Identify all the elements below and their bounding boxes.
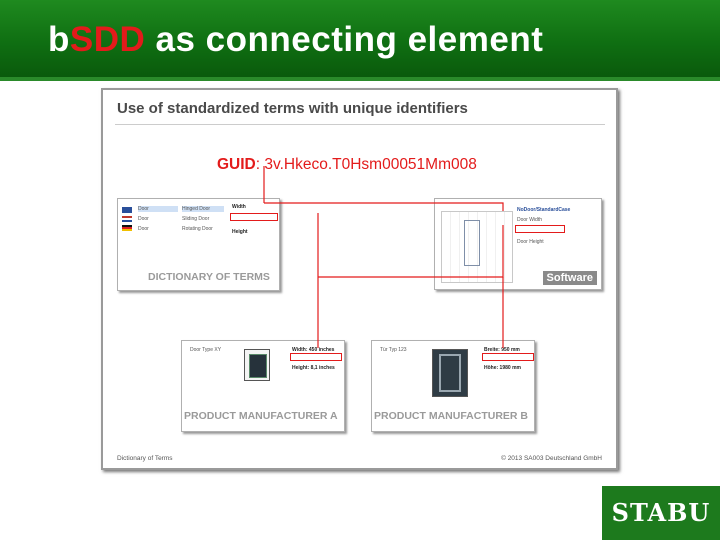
title-prefix: b (48, 20, 70, 59)
stabu-logo: STABU (602, 486, 720, 540)
product-image (244, 349, 270, 381)
type-row: Hinged Door (182, 206, 224, 212)
manufacturer-b-label: PRODUCT MANUFACTURER B (374, 410, 528, 422)
flag-de-icon (122, 225, 132, 231)
software-panel: NoDoor/StandardCase Door Width Door Heig… (434, 198, 602, 290)
software-label: Software (542, 271, 597, 285)
header-bar (0, 0, 720, 77)
product-image (432, 349, 468, 397)
dictionary-panel: Door Door Door Hinged Door Sliding Door … (117, 198, 280, 291)
term-row: Door (138, 206, 178, 212)
door-photo-icon (249, 354, 267, 378)
guid-value: : 3v.Hkeco.T0Hsm00051Mm008 (255, 156, 477, 173)
connector-lines (263, 166, 504, 348)
software-link-line (311, 202, 504, 211)
flag-uk-icon (122, 207, 132, 213)
slide-footer-right: © 2013 SA003 Deutschland GmbH (501, 455, 602, 462)
manufacturer-a-panel: Door Type XY Width: 450 inches Height: 8… (181, 340, 345, 432)
page-title: bSDD as connecting element (48, 20, 543, 60)
slide-title: Use of standardized terms with unique id… (117, 100, 468, 117)
guid-key: GUID (217, 156, 256, 173)
mfr-b-width-highlight (482, 353, 534, 361)
slide-footer-left: Dictionary of Terms (117, 455, 173, 462)
prop-height: Height (232, 229, 248, 235)
slide-divider (115, 124, 605, 125)
product-name: Door Type XY (190, 347, 222, 353)
mfr-a-height: Height: 8,1 inches (292, 365, 335, 371)
dictionary-term-column: Door Door Door (136, 206, 178, 246)
prop-width: Width (232, 204, 246, 210)
dictionary-flags (122, 207, 132, 237)
guid-label: GUID: 3v.Hkeco.T0Hsm00051Mm008 (217, 156, 477, 174)
sw-prop-height: Door Height (517, 239, 544, 245)
sw-width-highlight (515, 225, 565, 233)
term-row: Door (138, 216, 149, 222)
product-name: Tür Typ 123 (380, 347, 407, 353)
title-rest: as connecting element (145, 20, 544, 59)
flag-nl-icon (122, 216, 132, 222)
manufacturer-b-panel: Tür Typ 123 Breite: 950 mm Höhe: 1980 mm… (371, 340, 535, 432)
sw-prop-case: NoDoor/StandardCase (517, 207, 571, 213)
door-photo-icon (439, 354, 461, 392)
mfr-a-width-highlight (290, 353, 342, 361)
manufacturer-a-label: PRODUCT MANUFACTURER A (184, 410, 338, 422)
type-row: Rotating Door (182, 226, 213, 232)
door-drawing-icon (464, 220, 480, 266)
slide-image: Use of standardized terms with unique id… (101, 88, 618, 470)
sw-prop-width: Door Width (517, 217, 543, 223)
title-accent: SDD (69, 20, 146, 59)
cad-drawing (441, 211, 513, 283)
dictionary-label: DICTIONARY OF TERMS (148, 271, 270, 283)
dictionary-type-column: Hinged Door Sliding Door Rotating Door (180, 206, 224, 246)
cross-link-line (318, 225, 504, 278)
type-row: Sliding Door (182, 216, 210, 222)
mfr-b-height: Höhe: 1980 mm (484, 365, 521, 371)
mfr-a-width: Width: 450 inches (292, 347, 335, 353)
logo-text: STABU (611, 498, 711, 527)
term-row: Door (138, 226, 149, 232)
width-highlight (230, 213, 278, 221)
header-divider (0, 77, 720, 81)
mfr-b-width: Breite: 950 mm (484, 347, 520, 353)
